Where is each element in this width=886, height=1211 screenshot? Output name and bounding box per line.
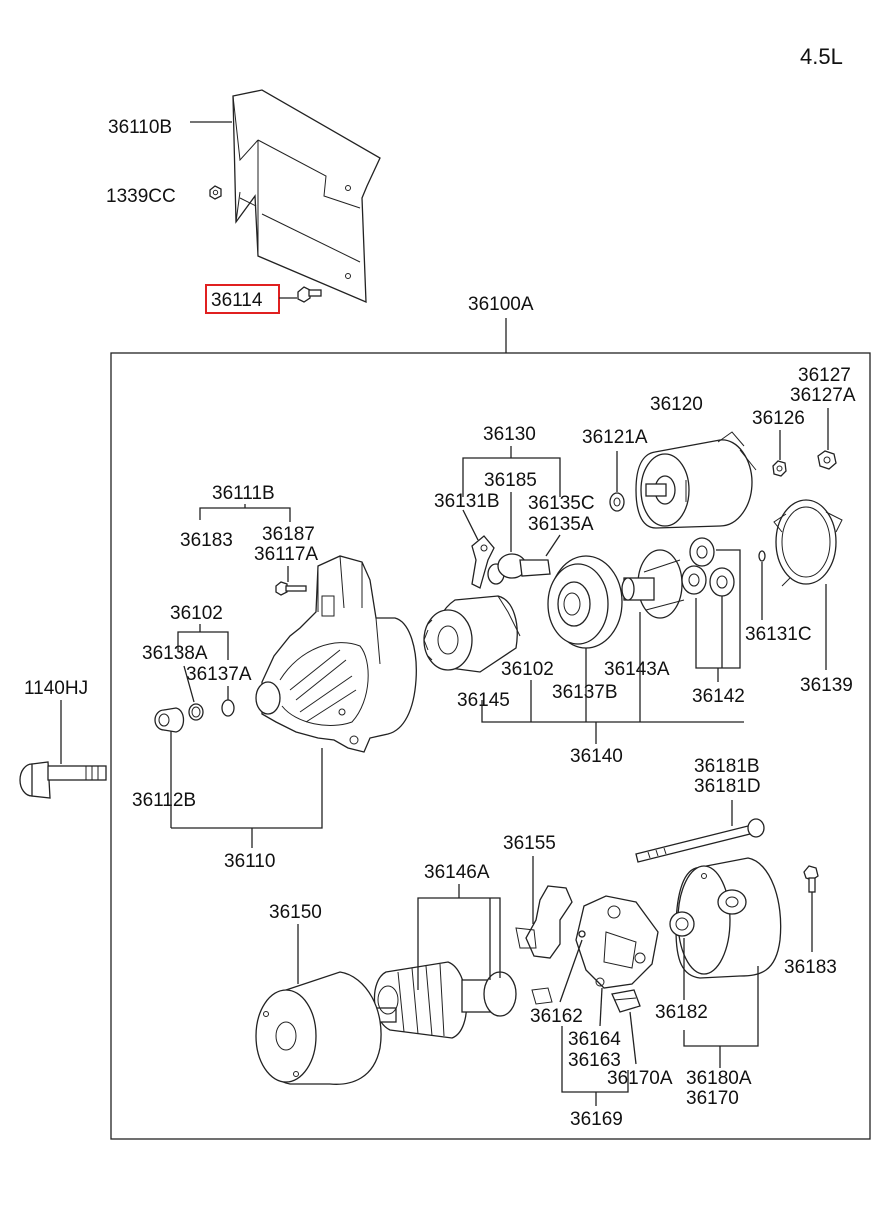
leader-36164 — [599, 987, 603, 1027]
part-label-36126[interactable]: 36126 — [752, 408, 805, 429]
cover-36139[interactable] — [773, 499, 843, 587]
leader-36135 — [545, 534, 561, 557]
internal-gear-36137B[interactable] — [547, 555, 623, 649]
part-label-36110B[interactable]: 36110B — [108, 117, 172, 138]
yoke-36150[interactable] — [255, 971, 382, 1085]
screw-36164[interactable] — [578, 930, 586, 938]
part-label-36111B[interactable]: 36111B — [212, 483, 275, 504]
pinion-clutch-36145[interactable] — [423, 595, 521, 673]
part-label-36120[interactable]: 36120 — [650, 394, 703, 415]
part-label-36155[interactable]: 36155 — [503, 833, 556, 854]
part-label-36146A[interactable]: 36146A — [424, 862, 490, 883]
armature-36146A[interactable] — [373, 961, 517, 1039]
part-label-36110[interactable]: 36110 — [224, 851, 275, 872]
nut-36126[interactable] — [772, 460, 787, 477]
through-bolt-36181B[interactable] — [635, 818, 765, 863]
seal-36131C[interactable] — [758, 550, 766, 562]
bolt-1140HJ[interactable] — [19, 761, 107, 799]
plug-36182[interactable] — [669, 911, 695, 937]
plunger-36185[interactable] — [487, 553, 551, 585]
part-label-36112B[interactable]: 36112B — [132, 790, 196, 811]
part-label-36145[interactable]: 36145 — [457, 690, 510, 711]
part-label-36143A[interactable]: 36143A — [604, 659, 670, 680]
ring-36137A[interactable] — [221, 699, 235, 717]
part-label-36139[interactable]: 36139 — [800, 675, 853, 696]
bracket-36111B — [199, 507, 291, 522]
brush-plate-36163[interactable] — [575, 895, 659, 989]
part-label-36131B[interactable]: 36131B — [434, 491, 500, 512]
part-label-36127[interactable]: 36127 — [798, 365, 851, 386]
ring-36138A[interactable] — [188, 703, 204, 721]
part-label-36187[interactable]: 36187 — [262, 524, 315, 545]
part-label-1140HJ[interactable]: 1140HJ — [24, 678, 88, 699]
part-label-36162[interactable]: 36162 — [530, 1006, 583, 1027]
heat-shield-bracket[interactable] — [232, 89, 381, 303]
screw-36183-bottom[interactable] — [803, 865, 819, 893]
bracket-36180A — [683, 966, 759, 1047]
part-label-36130[interactable]: 36130 — [483, 424, 536, 445]
bracket-36140 — [481, 700, 744, 723]
part-label-36185[interactable]: 36185 — [484, 470, 537, 491]
planet-gear-bottom[interactable] — [709, 567, 735, 597]
part-label-36183-top[interactable]: 36183 — [180, 530, 233, 551]
part-label-36121A[interactable]: 36121A — [582, 427, 648, 448]
part-label-36131C[interactable]: 36131C — [745, 624, 812, 645]
leader-36138A — [183, 665, 195, 703]
part-label-36142[interactable]: 36142 — [692, 686, 745, 707]
part-label-36135C[interactable]: 36135C — [528, 493, 595, 514]
part-label-36181D[interactable]: 36181D — [694, 776, 761, 797]
part-label-36114[interactable]: 36114 — [211, 290, 263, 311]
shift-lever-36131B[interactable] — [471, 535, 495, 589]
part-label-36183-bottom[interactable]: 36183 — [784, 957, 837, 978]
bolt-36183-top[interactable] — [275, 581, 307, 596]
bracket-36110 — [171, 748, 323, 829]
solenoid-36120[interactable] — [635, 431, 757, 529]
bracket-36102-left — [177, 631, 229, 660]
part-label-36163[interactable]: 36163 — [568, 1050, 621, 1071]
front-housing-36110[interactable] — [255, 555, 417, 753]
brush-spring-36170A[interactable] — [611, 989, 641, 1013]
part-label-36102-left[interactable]: 36102 — [170, 603, 223, 624]
part-label-36137A[interactable]: 36137A — [186, 664, 252, 685]
part-label-36117A[interactable]: 36117A — [254, 544, 318, 565]
part-label-36137B[interactable]: 36137B — [552, 682, 618, 703]
engine-size-label: 4.5L — [800, 44, 843, 69]
part-label-36181B[interactable]: 36181B — [694, 756, 760, 777]
part-label-36135A[interactable]: 36135A — [528, 514, 594, 535]
part-label-36182[interactable]: 36182 — [655, 1002, 708, 1023]
planet-gear-middle[interactable] — [681, 565, 707, 595]
part-label-36102-center[interactable]: 36102 — [501, 659, 554, 680]
bracket-36142 — [695, 549, 741, 669]
bolt-36114[interactable] — [297, 286, 322, 303]
planet-gear-top[interactable] — [689, 537, 715, 567]
part-label-36138A[interactable]: 36138A — [142, 643, 208, 664]
part-label-36150[interactable]: 36150 — [269, 902, 322, 923]
part-label-36164[interactable]: 36164 — [568, 1029, 621, 1050]
bracket-36169 — [561, 1026, 629, 1093]
brush-holder-36155[interactable] — [515, 885, 573, 1005]
highlight-box-36114 — [205, 284, 280, 314]
part-label-36127A[interactable]: 36127A — [790, 385, 856, 406]
leader-36162 — [559, 939, 583, 1003]
nut-1339CC[interactable] — [209, 185, 222, 200]
part-label-36140[interactable]: 36140 — [570, 746, 623, 767]
part-label-36169[interactable]: 36169 — [570, 1109, 623, 1130]
leader-36170A — [629, 1011, 637, 1065]
nut-36127[interactable] — [817, 450, 837, 470]
part-label-36100A[interactable]: 36100A — [468, 294, 534, 315]
part-label-36180A[interactable]: 36180A — [686, 1068, 752, 1089]
part-label-36170A[interactable]: 36170A — [607, 1068, 673, 1089]
part-label-1339CC[interactable]: 1339CC — [106, 186, 176, 207]
part-label-36170[interactable]: 36170 — [686, 1088, 739, 1109]
washer-36121A[interactable] — [609, 492, 625, 512]
leader-36131B — [462, 509, 479, 541]
bushing-36112B[interactable] — [154, 707, 185, 733]
planet-carrier-shaft-36143A[interactable] — [621, 549, 685, 619]
assembly-frame — [110, 352, 871, 1140]
